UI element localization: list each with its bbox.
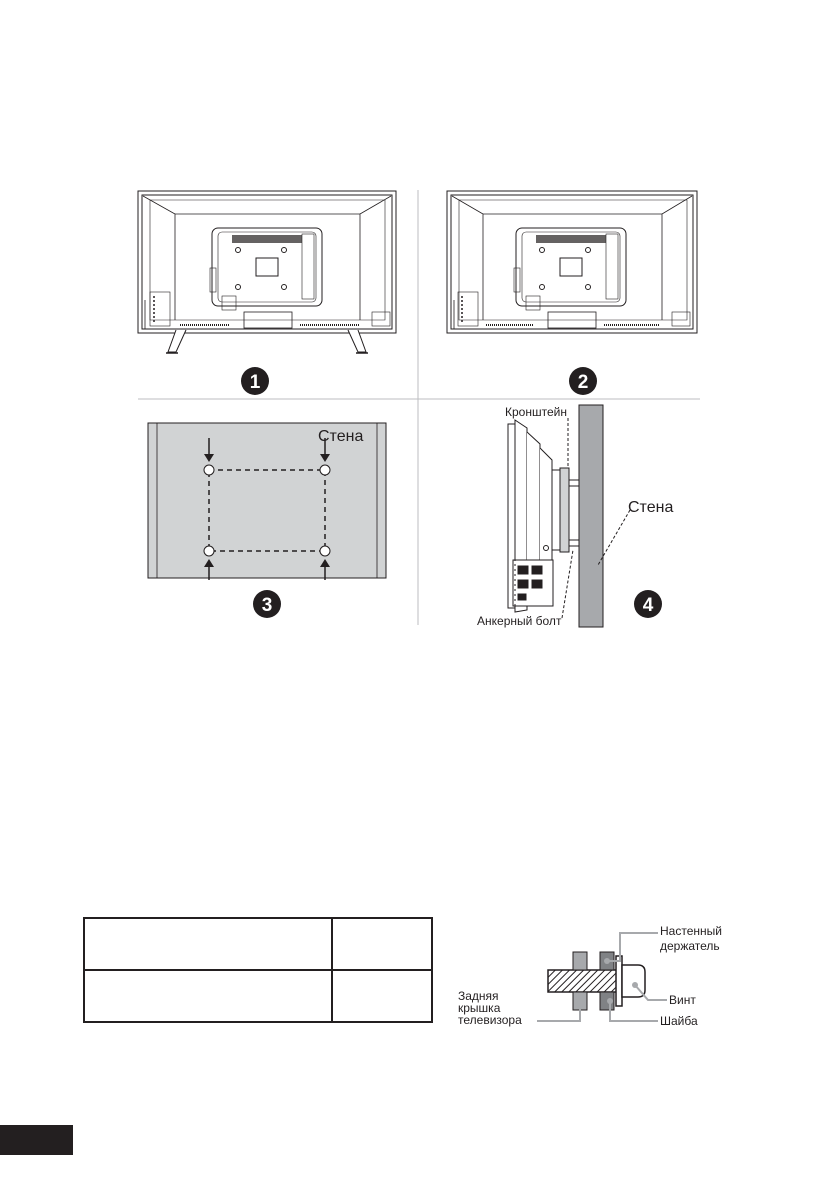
label-wall-holder-line1: Настенный <box>660 924 722 938</box>
table-cell <box>331 917 433 971</box>
spec-table <box>83 917 433 1023</box>
label-screw: Винт <box>669 993 696 1007</box>
leader-anchor-bolt <box>561 549 574 619</box>
screw-shaft <box>547 969 621 993</box>
table-cell <box>83 969 333 1023</box>
step-4-number: 4 <box>643 595 654 616</box>
table-row <box>83 969 433 1023</box>
label-anchor-bolt: Анкерный болт <box>477 614 562 628</box>
label-back-cover-line3: телевизора <box>458 1013 522 1027</box>
panel-2-tv-back-no-stand <box>446 190 698 334</box>
screw-assembly-diagram: Настенный держатель Винт Задняя крышка т… <box>458 924 722 1028</box>
panel-4-tv-side-view-on-wall <box>507 404 604 628</box>
step-3-number: 3 <box>262 595 273 616</box>
step-3-badge <box>253 590 281 618</box>
table-cell <box>83 917 333 971</box>
leader-wall-panel4 <box>597 509 631 566</box>
label-wall-panel4: Стена <box>628 499 673 516</box>
step-2-badge <box>569 367 597 395</box>
label-wall-panel3: Стена <box>318 428 363 445</box>
table-row <box>83 917 433 971</box>
panel-3-wall-hole-layout <box>147 422 387 580</box>
mounting-steps-figure: 1 2 <box>137 190 700 628</box>
panel-1-tv-back-with-stand <box>137 190 397 354</box>
label-wall-holder-line2: держатель <box>660 939 720 953</box>
step-1-number: 1 <box>250 372 261 393</box>
washer <box>615 955 623 1007</box>
label-washer: Шайба <box>660 1014 698 1028</box>
step-4-badge <box>634 590 662 618</box>
label-back-cover-line1: Задняя <box>458 989 499 1003</box>
page-tab-marker <box>0 1125 73 1155</box>
label-bracket: Кронштейн <box>505 405 567 419</box>
label-back-cover-line2: крышка <box>458 1001 501 1015</box>
back-cover-top <box>572 951 588 971</box>
step-1-badge <box>241 367 269 395</box>
step-2-number: 2 <box>578 372 589 393</box>
table-cell <box>331 969 433 1023</box>
